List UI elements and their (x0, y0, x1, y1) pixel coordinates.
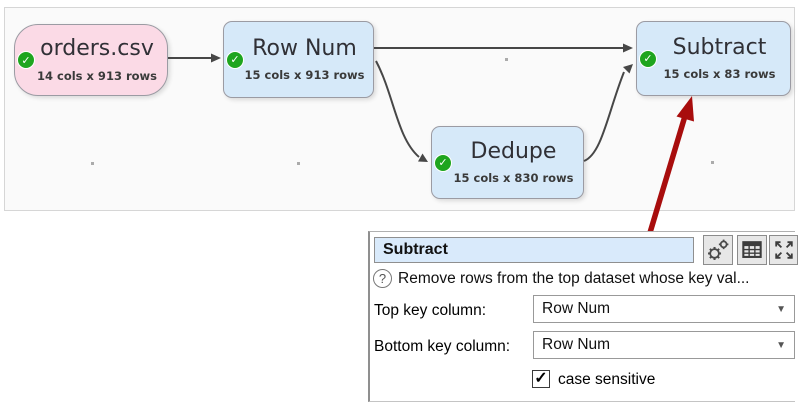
properties-panel: ? Remove rows from the top dataset whose… (368, 231, 798, 402)
expand-icon (774, 241, 793, 259)
gear-icon (708, 239, 729, 260)
transform-description: Remove rows from the top dataset whose k… (398, 270, 750, 287)
help-icon[interactable]: ? (373, 269, 392, 288)
node-dedupe[interactable]: ✓ Dedupe 15 cols x 830 rows (431, 126, 584, 199)
grid-dot (505, 58, 508, 61)
status-ok-icon: ✓ (434, 153, 452, 172)
dropdown-value: Row Num (542, 336, 611, 353)
node-title: Subtract (672, 34, 767, 60)
flow-canvas: ✓ orders.csv 14 cols x 913 rows ✓ Row Nu… (4, 7, 795, 211)
maximize-button[interactable] (769, 235, 798, 265)
grid-dot (297, 162, 300, 165)
bottom-key-column-dropdown[interactable]: Row Num ▼ (533, 331, 795, 359)
status-ok-icon: ✓ (17, 51, 35, 69)
table-icon (742, 241, 762, 258)
status-ok-icon: ✓ (639, 49, 657, 68)
settings-button[interactable] (703, 235, 733, 265)
node-subtitle: 15 cols x 83 rows (663, 67, 776, 82)
transform-name-input[interactable] (374, 237, 694, 263)
node-title: orders.csv (40, 36, 154, 62)
top-key-column-dropdown[interactable]: Row Num ▼ (533, 295, 795, 323)
node-title: Dedupe (470, 138, 557, 164)
node-row-num[interactable]: ✓ Row Num 15 cols x 913 rows (223, 21, 374, 98)
case-sensitive-checkbox[interactable]: ✓ (532, 370, 550, 388)
node-subtitle: 15 cols x 830 rows (453, 171, 574, 186)
dropdown-arrow-icon: ▼ (776, 303, 786, 315)
case-sensitive-label: case sensitive (558, 371, 656, 388)
bottom-key-column-label: Bottom key column: (374, 338, 511, 355)
node-title: Row Num (252, 35, 357, 61)
checkmark-icon: ✓ (534, 370, 548, 387)
grid-dot (91, 162, 94, 165)
node-subtitle: 15 cols x 913 rows (244, 68, 365, 83)
grid-dot (711, 161, 714, 164)
node-subtitle: 14 cols x 913 rows (37, 68, 157, 83)
node-subtract[interactable]: ✓ Subtract 15 cols x 83 rows (636, 21, 791, 96)
status-ok-icon: ✓ (226, 50, 244, 69)
dropdown-value: Row Num (542, 300, 611, 317)
dropdown-arrow-icon: ▼ (776, 339, 786, 351)
view-data-button[interactable] (737, 235, 767, 265)
node-orders-csv[interactable]: ✓ orders.csv 14 cols x 913 rows (14, 24, 168, 96)
top-key-column-label: Top key column: (374, 302, 486, 319)
